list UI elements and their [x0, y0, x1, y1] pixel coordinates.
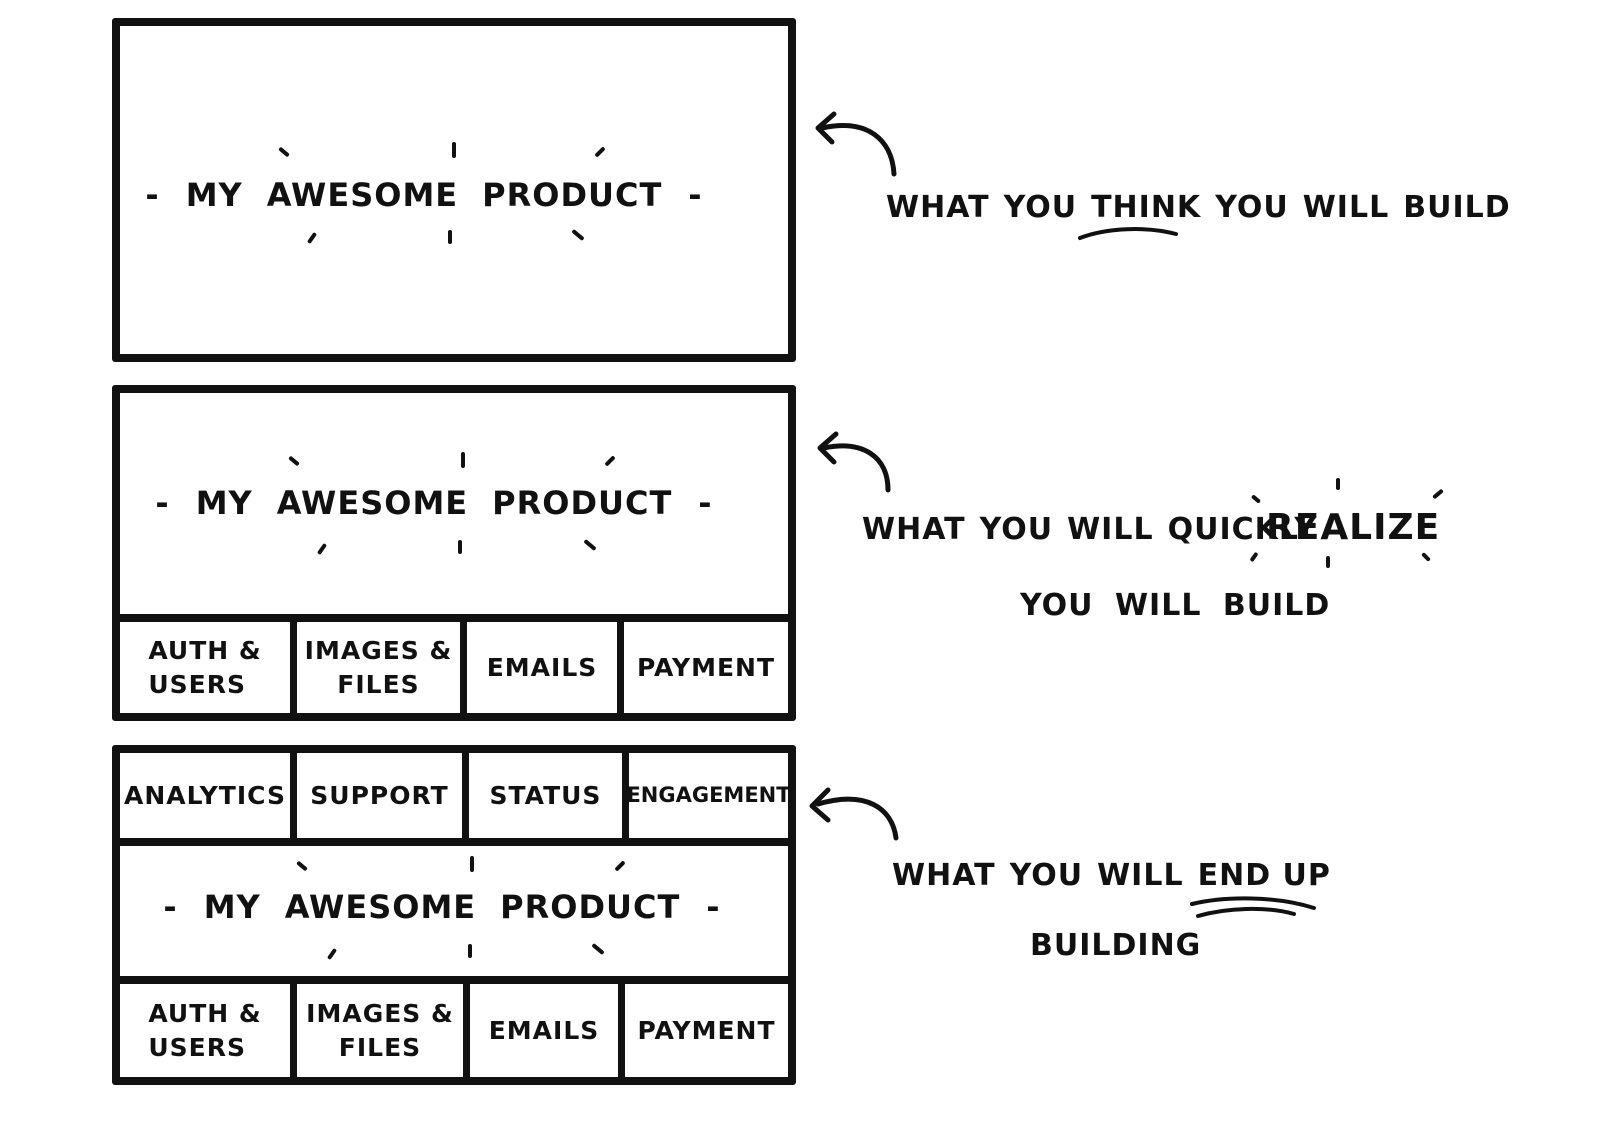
panel-end-up: [112, 745, 796, 1085]
annotation-word: QUICKLY: [1167, 512, 1318, 547]
curved-arrow-icon: [809, 787, 899, 841]
module-emails: EMAILS: [486, 652, 598, 682]
product-word-product: PRODUCT: [482, 176, 663, 214]
module-support: SUPPORT: [310, 780, 449, 810]
module-divider: [622, 745, 629, 838]
underline-stroke: [1078, 227, 1178, 240]
module-auth-users: AUTH & USERS: [148, 635, 262, 699]
curved-arrow-icon: [817, 431, 891, 493]
product-word-my: MY: [195, 484, 253, 522]
annotation-word: YOU: [979, 512, 1054, 547]
annotation-word-underlined: END UP: [1197, 858, 1331, 893]
annotation-word: YOU: [1215, 190, 1289, 225]
product-dash-right: -: [698, 484, 713, 522]
annotation-word: WHAT: [892, 858, 996, 893]
module-auth-users: AUTH & USERS: [148, 998, 262, 1062]
module-payment: PAYMENT: [637, 1015, 776, 1045]
panel-end-up-top-divider: [112, 838, 796, 846]
product-dash-left: -: [163, 888, 178, 926]
product-word-product: PRODUCT: [492, 484, 673, 522]
annotation-word: YOU: [1009, 858, 1084, 893]
annotation-word: YOU: [1003, 190, 1078, 225]
annotation-word: WHAT: [886, 190, 990, 225]
panel-think: [112, 18, 796, 362]
annotation-word: WILL: [1067, 512, 1154, 547]
annotation-word: WILL: [1097, 858, 1184, 893]
product-dash-right: -: [706, 888, 721, 926]
panel-realize: [112, 385, 796, 721]
product-word-my: MY: [203, 888, 261, 926]
product-dash-left: -: [155, 484, 170, 522]
module-divider: [463, 976, 470, 1085]
annotation-word: WHAT: [862, 512, 966, 547]
module-divider: [462, 745, 469, 838]
underline-stroke: [1190, 896, 1316, 918]
annotation-word: WILL: [1302, 190, 1390, 225]
annotation-end-up-line2: BUILDING: [1030, 928, 1202, 963]
annotation-word: BUILD: [1403, 190, 1511, 225]
module-engagement: ENGAGEMENT: [626, 783, 791, 808]
module-payment: PAYMENT: [636, 652, 776, 682]
panel-realize-divider: [112, 614, 796, 622]
module-status: STATUS: [489, 780, 602, 810]
product-word-my: MY: [185, 176, 243, 214]
module-divider: [618, 976, 625, 1085]
module-images-files: IMAGES & FILES: [304, 635, 453, 699]
product-word-awesome: AWESOME: [266, 176, 459, 214]
panel-end-up-bottom-divider: [112, 976, 796, 984]
module-divider: [290, 614, 297, 721]
module-images-files: IMAGES & FILES: [306, 998, 454, 1062]
module-divider: [290, 745, 297, 838]
annotation-end-up-line1: WHAT YOU WILL END UP: [892, 858, 1345, 893]
module-divider: [460, 614, 467, 721]
product-word-awesome: AWESOME: [284, 888, 477, 926]
module-divider: [290, 976, 297, 1085]
annotation-think: WHAT YOU THINK YOU WILL BUILD: [886, 190, 1525, 225]
annotation-word-underlined: THINK: [1091, 190, 1202, 225]
annotation-realize-emphasis: REALIZE: [1266, 507, 1441, 548]
product-word-awesome: AWESOME: [276, 484, 469, 522]
module-divider: [617, 614, 624, 721]
product-word-product: PRODUCT: [500, 888, 681, 926]
module-emails: EMAILS: [488, 1015, 600, 1045]
curved-arrow-icon: [815, 111, 897, 177]
annotation-realize-line1: WHAT YOU WILL QUICKLY: [862, 512, 1331, 547]
product-dash-left: -: [145, 176, 160, 214]
module-analytics: ANALYTICS: [124, 780, 286, 810]
annotation-realize-line2: YOU WILL BUILD: [1020, 588, 1331, 623]
product-dash-right: -: [688, 176, 703, 214]
